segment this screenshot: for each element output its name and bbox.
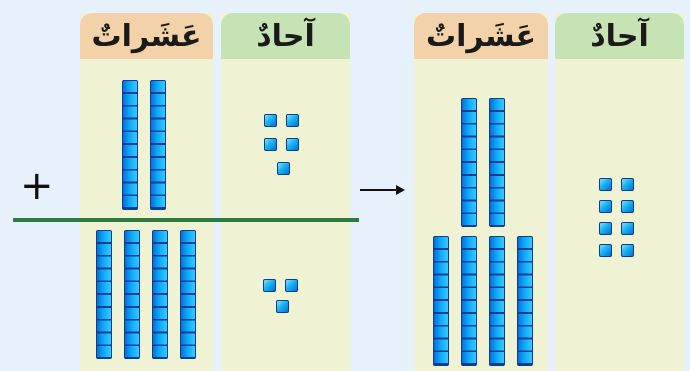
ten-rod xyxy=(433,236,449,366)
unit-cube xyxy=(285,279,298,292)
sum-line xyxy=(13,218,359,222)
right-ones-column xyxy=(555,13,684,371)
left-ones-column xyxy=(221,13,350,371)
unit-cube xyxy=(286,114,299,127)
ten-rod xyxy=(122,80,138,210)
left-tens-header: عَشَراتٌ xyxy=(80,13,213,59)
ten-rod xyxy=(96,230,112,359)
ten-rod xyxy=(124,230,140,359)
unit-cube xyxy=(599,200,612,213)
right-tens-header: عَشَراتٌ xyxy=(414,13,548,59)
plus-sign: + xyxy=(20,163,54,209)
unit-cube xyxy=(621,200,634,213)
unit-cube xyxy=(621,222,634,235)
unit-cube xyxy=(263,279,276,292)
unit-cube xyxy=(276,300,289,313)
unit-cube xyxy=(286,138,299,151)
ten-rod xyxy=(461,236,477,366)
unit-cube xyxy=(621,178,634,191)
ten-rod xyxy=(150,80,166,210)
unit-cube xyxy=(599,178,612,191)
ten-rod xyxy=(180,230,196,359)
right-ones-header: آحادٌ xyxy=(555,13,684,59)
unit-cube xyxy=(264,114,277,127)
ten-rod xyxy=(461,98,477,227)
unit-cube xyxy=(599,244,612,257)
unit-cube xyxy=(621,244,634,257)
ten-rod xyxy=(489,236,505,366)
ten-rod xyxy=(152,230,168,359)
ten-rod xyxy=(517,236,533,366)
unit-cube xyxy=(599,222,612,235)
unit-cube xyxy=(264,138,277,151)
arrow-right-icon xyxy=(360,185,405,195)
ten-rod xyxy=(489,98,505,227)
left-ones-header: آحادٌ xyxy=(221,13,350,59)
unit-cube xyxy=(277,162,290,175)
